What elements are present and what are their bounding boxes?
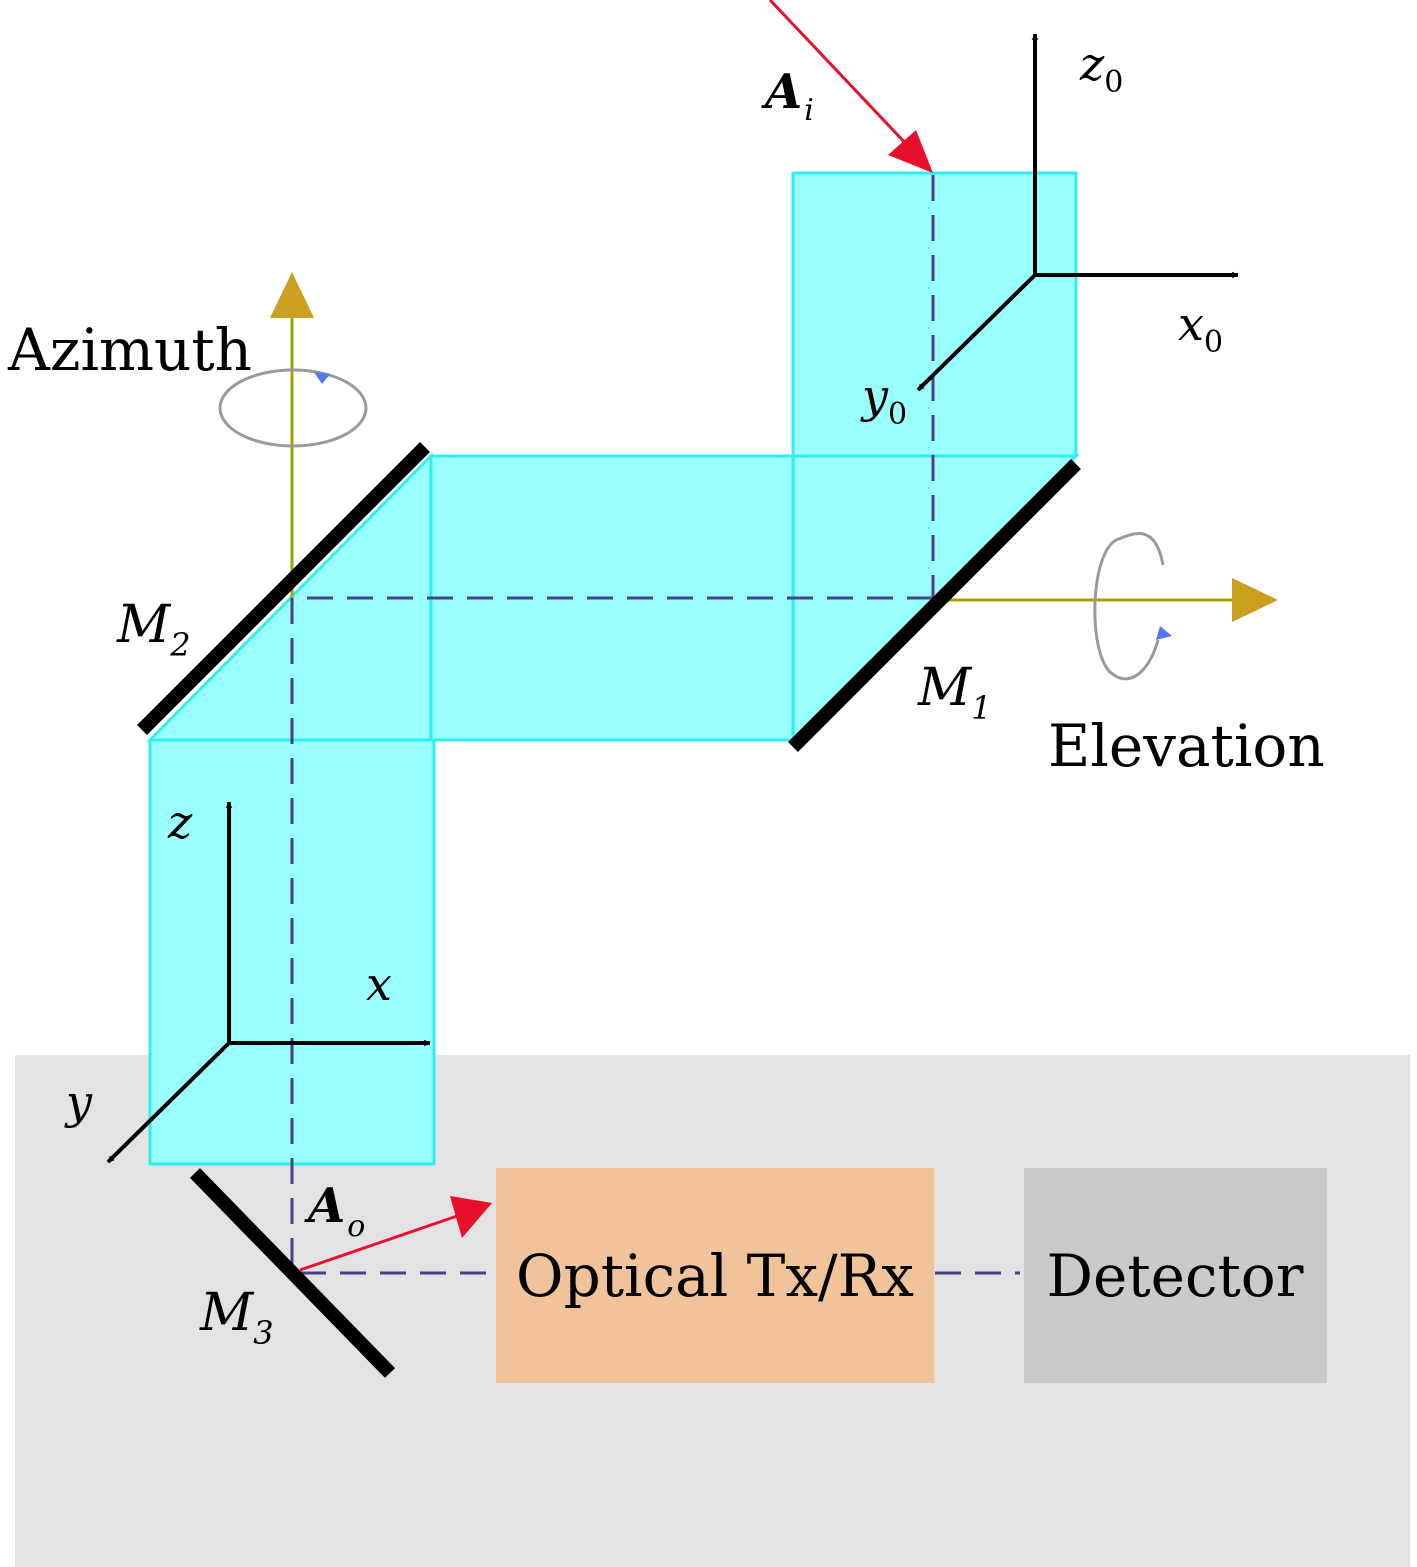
mirror-m3-label: M3 [199, 1283, 274, 1352]
mirror-m1 [788, 459, 1081, 752]
elevation-label: Elevation [1048, 712, 1325, 780]
elevation-rotation-axis [930, 532, 1278, 681]
y0-axis [916, 273, 1037, 392]
mirror-m2-label: M2 [116, 595, 191, 664]
optical-txrx-box [496, 1168, 934, 1383]
mirror-m2 [137, 442, 430, 735]
mirror-m1-label: M1 [917, 658, 992, 727]
mirror-m3 [189, 1168, 396, 1378]
optical-txrx-label: Optical Tx/Rx [516, 1242, 914, 1310]
elevation-axis-arrowhead-icon [1232, 578, 1278, 622]
x-axis-label: x [366, 957, 392, 1011]
elevation-rotation-tip-icon [1156, 626, 1172, 640]
elevation-rotation-loop-icon [1093, 532, 1165, 681]
y0-axis-label: y0 [860, 369, 907, 432]
azimuth-rotation-axis [218, 272, 368, 598]
incident-ray-arrowhead-icon [888, 130, 933, 173]
azimuth-label: Azimuth [7, 316, 252, 384]
z0-axis-label: z0 [1079, 37, 1123, 100]
azimuth-axis-arrowhead-icon [270, 272, 314, 318]
detector-label: Detector [1047, 1242, 1304, 1310]
global-coordinate-frame [916, 33, 1239, 392]
z-axis-label: z [167, 795, 193, 849]
azimuth-rotation-loop-icon [218, 368, 368, 448]
incident-ray [768, 0, 912, 150]
output-ray [299, 1213, 461, 1272]
detector-box [1024, 1168, 1327, 1383]
output-beam-label: Ao [304, 1178, 365, 1244]
y-axis [106, 1041, 231, 1164]
x0-axis-label: x0 [1178, 297, 1223, 360]
azimuth-rotation-tip-icon [314, 372, 330, 384]
output-ray-arrowhead-icon [450, 1196, 492, 1238]
optical-centerline [290, 175, 1020, 1275]
y-axis-label: y [64, 1075, 93, 1129]
local-coordinate-frame [106, 801, 431, 1164]
incident-beam-label: Ai [761, 64, 814, 128]
